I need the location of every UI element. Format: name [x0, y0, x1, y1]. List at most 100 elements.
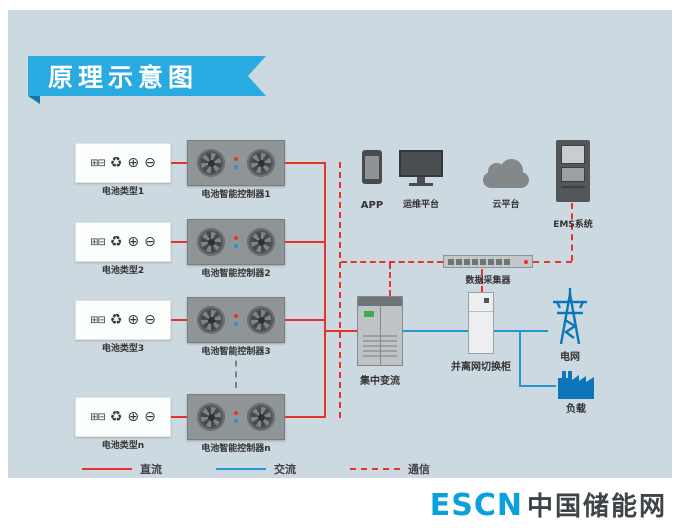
battery-cells-icon: ⊞⊟: [90, 236, 106, 248]
cloud-platform-label: 云平台: [492, 200, 520, 210]
battery-unit-n: ⊞⊟ ♻ ⊕ ⊖: [75, 397, 171, 437]
switch-cabinet-icon: [468, 292, 494, 354]
comm-line-ems: [571, 203, 573, 261]
dc-line: [171, 241, 187, 243]
ops-platform-label: 运维平台: [402, 200, 439, 210]
fan-icon: [247, 306, 275, 334]
comm-line-switch: [481, 269, 483, 292]
battery-label-3: 电池类型3: [101, 344, 145, 354]
battery-unit-1: ⊞⊟ ♻ ⊕ ⊖: [75, 143, 171, 183]
fan-icon: [247, 228, 275, 256]
fan-icon: [197, 228, 225, 256]
fan-icon: [247, 403, 275, 431]
status-leds: [234, 157, 238, 169]
recycle-icon: ♻: [109, 234, 123, 250]
cloud-icon: [483, 159, 529, 188]
brand-escn: ESCN: [429, 488, 523, 523]
switch-cabinet-label: 并离网切换柜: [451, 362, 511, 373]
recycle-icon: ♻: [109, 409, 123, 425]
legend-dc-label: 直流: [140, 463, 162, 476]
site-name: 中国储能网: [526, 492, 667, 522]
monitor-stand: [417, 177, 425, 183]
battery-cells-icon: ⊞⊟: [90, 411, 106, 423]
plus-icon: ⊕: [127, 312, 140, 328]
data-collector-icon: [443, 255, 533, 268]
fan-icon: [247, 149, 275, 177]
dc-bus-line: [324, 162, 326, 418]
ac-line-to-load: [519, 385, 556, 387]
minus-icon: ⊖: [144, 234, 156, 250]
fan-icon: [197, 306, 225, 334]
ac-line-switch-grid: [494, 330, 548, 332]
battery-controller-2: [187, 219, 285, 265]
battery-label-2: 电池类型2: [101, 266, 145, 276]
switch-seam: [469, 311, 493, 312]
dc-line: [171, 162, 187, 164]
legend-ac-line: [216, 468, 266, 470]
app-label: APP: [360, 200, 384, 211]
comm-line-converter: [389, 263, 391, 296]
battery-cells-icon: ⊞⊟: [90, 157, 106, 169]
smartphone-icon: [362, 150, 382, 184]
monitor-icon: [399, 150, 443, 186]
minus-icon: ⊖: [144, 155, 156, 171]
dc-line: [285, 162, 324, 164]
dc-line: [285, 319, 324, 321]
plus-icon: ⊕: [127, 155, 140, 171]
ems-label: EMS系统: [553, 220, 593, 230]
dc-line: [285, 241, 324, 243]
battery-unit-3: ⊞⊟ ♻ ⊕ ⊖: [75, 300, 171, 340]
controller-label-n: 电池智能控制器n: [201, 444, 271, 454]
battery-controller-3: [187, 297, 285, 343]
recycle-icon: ♻: [109, 155, 123, 171]
data-collector-label: 数据采集器: [465, 276, 511, 286]
fan-icon: [197, 403, 225, 431]
converter-indicator: [364, 311, 374, 317]
monitor-screen: [399, 150, 443, 177]
dc-line: [171, 319, 187, 321]
server-cabinet-icon: [556, 140, 590, 202]
footer-logo: ESCN 中国储能网: [430, 486, 667, 523]
ems-panel: [561, 167, 585, 182]
load-factory-icon: [558, 371, 594, 399]
monitor-base: [409, 183, 433, 186]
minus-icon: ⊖: [144, 312, 156, 328]
page-title: 原理示意图: [48, 63, 199, 92]
grid-label: 电网: [560, 352, 580, 363]
comm-bus-line: [339, 162, 341, 418]
controller-label-2: 电池智能控制器2: [201, 269, 271, 279]
battery-controller-n: [187, 394, 285, 440]
ac-line-branch: [519, 330, 521, 387]
legend-comm-line: [350, 468, 400, 470]
ac-line-converter-switch: [403, 330, 468, 332]
battery-cells-icon: ⊞⊟: [90, 314, 106, 326]
battery-label-n: 电池类型n: [101, 441, 145, 451]
converter-label: 集中变流: [360, 376, 400, 387]
converter-cabinet-icon: [357, 296, 403, 366]
status-leds: [234, 314, 238, 326]
title-ribbon: 原理示意图: [28, 56, 266, 96]
comm-line-to-collector: [341, 261, 443, 263]
ribbon-fold: [28, 96, 40, 104]
legend-ac-label: 交流: [274, 463, 296, 476]
comm-line-collector-ems: [533, 261, 572, 263]
dc-line: [171, 416, 187, 418]
continuation-dashes: [235, 350, 237, 388]
plus-icon: ⊕: [127, 409, 140, 425]
status-leds: [234, 411, 238, 423]
legend-dc-line: [82, 468, 132, 470]
ems-slot: [561, 186, 585, 188]
battery-controller-1: [187, 140, 285, 186]
battery-unit-2: ⊞⊟ ♻ ⊕ ⊖: [75, 222, 171, 262]
battery-label-1: 电池类型1: [101, 187, 145, 197]
plus-icon: ⊕: [127, 234, 140, 250]
converter-top-panel: [358, 297, 402, 306]
dc-line: [285, 416, 324, 418]
load-label: 负载: [566, 404, 586, 415]
switch-indicator: [484, 298, 489, 303]
minus-icon: ⊖: [144, 409, 156, 425]
status-leds: [234, 236, 238, 248]
power-grid-icon: [553, 288, 587, 344]
fan-icon: [197, 149, 225, 177]
